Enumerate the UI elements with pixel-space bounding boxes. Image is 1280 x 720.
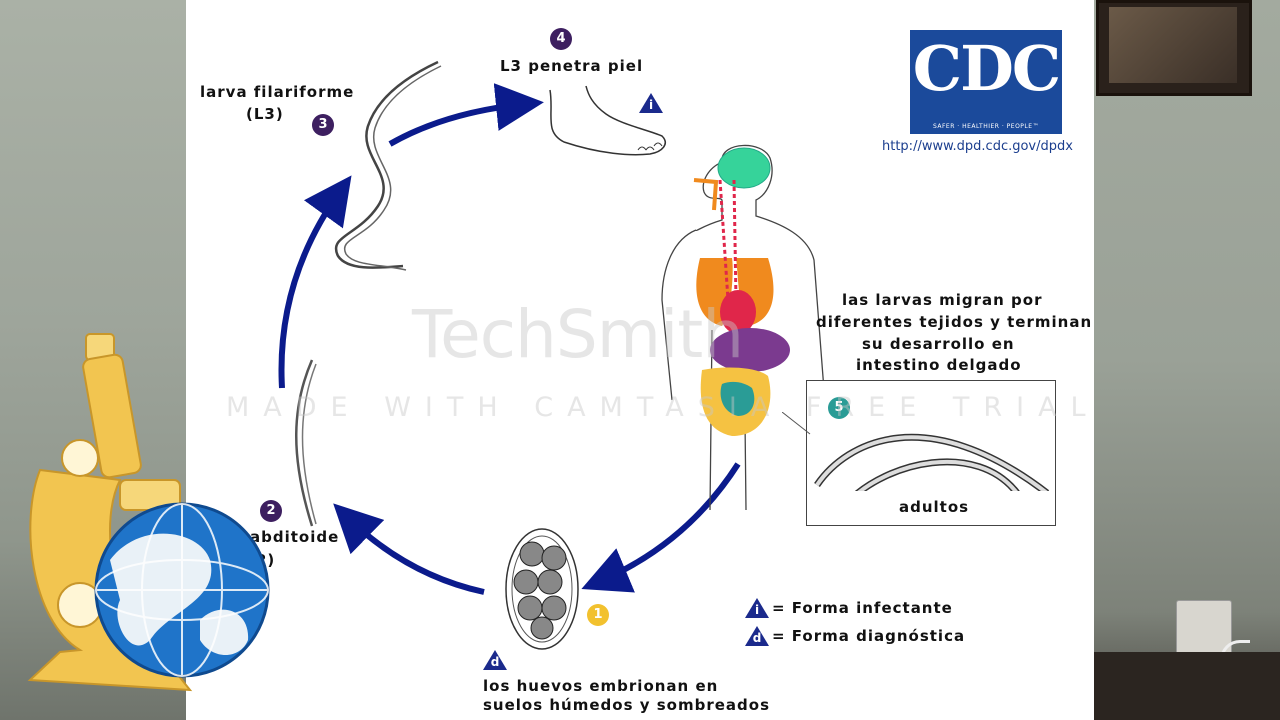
arrow-1-to-2 [333, 503, 485, 595]
step-2-sublabel: 2) [256, 551, 276, 569]
migration-text-line-3: su desarrollo en [862, 335, 1015, 353]
arrow-2-to-3 [278, 175, 352, 389]
step-2-badge: 2 [260, 500, 282, 522]
step-5-badge: 5 [828, 397, 850, 419]
adults-label: adultos [899, 498, 970, 516]
legend-diagnostic-label: = Forma diagnóstica [772, 627, 966, 645]
step-3-sublabel: (L3) [246, 105, 284, 123]
arrow-3-to-4 [388, 83, 544, 147]
migration-text-line-2: diferentes tejidos y terminan [816, 313, 1093, 331]
step-3-badge: 3 [312, 114, 334, 136]
arrow-5-to-1 [581, 462, 741, 593]
egg-illustration [505, 528, 579, 650]
migration-text-line-4: intestino delgado [856, 356, 1022, 374]
step-1-badge: 1 [587, 604, 609, 626]
human-body-illustration [661, 144, 825, 511]
background-wall-left [0, 0, 186, 720]
diagnostic-marker-icon: d [482, 649, 508, 671]
eggs-text-line-1: los huevos embrionan en [483, 677, 719, 695]
migration-text-line-1: las larvas migran por [842, 291, 1043, 309]
cdc-url-link[interactable]: http://www.dpd.cdc.gov/dpdx [882, 139, 1073, 154]
legend-infective-icon: i [744, 597, 770, 619]
rhabditiform-larva-illustration [295, 359, 317, 527]
legend-diagnostic-icon: d [744, 625, 770, 647]
infective-marker-icon: i [638, 92, 664, 114]
foot-illustration [549, 85, 666, 156]
lifecycle-slide: adultos larva filariforme (L3) 3 4 L3 pe… [186, 0, 1094, 720]
shelf [1094, 652, 1280, 720]
step-4-label: L3 penetra piel [500, 57, 644, 75]
cdc-logo: CDC SAFER · HEALTHIER · PEOPLE™ [910, 30, 1062, 134]
eggs-text-line-2: suelos húmedos y sombreados [483, 696, 770, 714]
watermark-line: MADE WITH CAMTASIA FREE TRIAL [226, 392, 1100, 423]
filariform-larva-illustration [334, 60, 442, 271]
wall-picture-frame [1096, 0, 1252, 96]
step-3-label: larva filariforme [200, 83, 355, 101]
watermark-brand: TechSmith [412, 296, 744, 373]
legend-infective-label: = Forma infectante [772, 599, 953, 617]
step-2-label: abditoide [250, 528, 340, 546]
pointer-line [782, 412, 811, 435]
wall-socket [1176, 600, 1232, 656]
cycle-arrows [278, 83, 741, 595]
step-4-badge: 4 [550, 28, 572, 50]
